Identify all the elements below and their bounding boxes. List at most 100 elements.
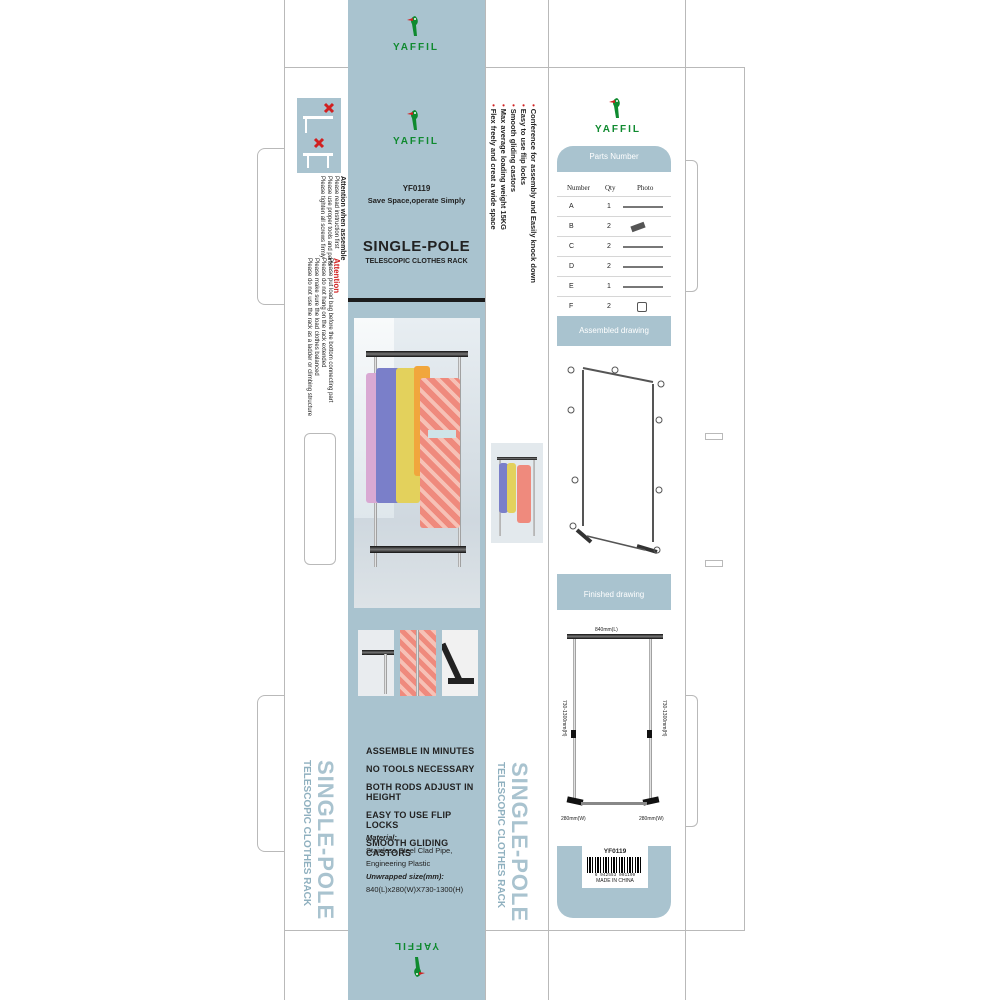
side-feature: • Smooth gliding castors (509, 104, 518, 193)
detail-photo-1 (358, 630, 394, 696)
bird-logo-icon (407, 110, 418, 130)
bird-logo-icon (407, 16, 418, 36)
parts-row: B 2 (557, 216, 671, 237)
right-flap-bottom (685, 695, 698, 827)
assembled-rack-diagram (567, 366, 665, 554)
parts-row: F 2 (557, 296, 671, 317)
warning-icon-tile-1 (297, 98, 341, 138)
finished-heading: Finished drawing (583, 590, 645, 599)
no-overload-icon (303, 137, 333, 168)
attention-point: Please do not use the rack as a ladder o… (306, 258, 312, 417)
part-pole-icon (623, 286, 663, 288)
feature-item: EASY TO USE FLIP LOCKS (366, 810, 452, 830)
left-flap-top (257, 148, 285, 305)
handle-cutout (304, 433, 336, 565)
height-dimension-right: 730-1300mm(H) (661, 700, 667, 737)
detail-photo-3 (442, 630, 478, 696)
barcode-digits: 6 942553 001199 (594, 873, 636, 878)
left-pole (573, 639, 576, 799)
width-dimension: 840mm(L) (595, 627, 618, 633)
part-connector-icon (637, 302, 647, 312)
feature-item: NO TOOLS NECESSARY (366, 764, 475, 774)
barcode-model: YF0119 (603, 848, 627, 855)
detail-photo-2 (400, 630, 436, 696)
attention-block: Attention Please put load bag before the… (305, 258, 341, 428)
warning-icon-tile-2 (297, 133, 341, 173)
size-value: 840(L)x280(W)X730-1300(H) (366, 885, 464, 894)
feature-list: ASSEMBLE IN MINUTES NO TOOLS NECESSARY B… (366, 746, 484, 866)
garment-floral-dress (420, 378, 460, 528)
spine-subtitle: TELESCOPIC CLOTHES RACK (495, 762, 506, 909)
side-feature: • Easy to use flip locks (519, 104, 528, 185)
side-feature-list: • Conference for assembly and Easily kno… (488, 104, 538, 283)
attention-point: Please put load bag before the bottom co… (327, 258, 333, 403)
divider-bar (348, 298, 485, 302)
material-label: Material: (366, 833, 397, 842)
feature-item: SMOOTH GLIDING CASTORS (366, 838, 449, 858)
feature-item: BOTH RODS ADJUST IN HEIGHT (366, 782, 474, 802)
model-number: YF0119 (402, 184, 431, 193)
right-spine-title: SINGLE-POLE TELESCOPIC CLOTHES RACK (495, 762, 532, 922)
left-flap-bottom (257, 695, 285, 852)
barcode-label: YF0119 6 942553 001199 MADE IN CHINA (582, 846, 648, 888)
right-flap-top (685, 160, 698, 292)
product-subtitle: TELESCOPIC CLOTHES RACK (365, 258, 468, 265)
brand-name: YAFFIL (392, 940, 440, 951)
parts-table: Number Qty Photo A 1 B 2 C 2 D 2 E 1 F 2 (557, 172, 671, 316)
top-brand-logo: YAFFIL (371, 14, 461, 53)
side-feature: • Conference for assembly and Easily kno… (529, 104, 538, 283)
flip-lock (647, 730, 652, 738)
parts-heading: Parts Number (589, 152, 639, 161)
spine-title: SINGLE-POLE (507, 762, 532, 923)
finished-drawing: 840mm(L) 730-1300mm(H) 730-1300mm(H) 280… (557, 610, 671, 846)
base-dimension-right: 280mm(W) (639, 816, 664, 822)
no-climb-icon (303, 102, 335, 133)
slot-mark-top (705, 433, 723, 440)
spine-subtitle: TELESCOPIC CLOTHES RACK (301, 760, 312, 907)
attention-point: Please do not hang on the rack extended (320, 258, 326, 368)
side-product-photo (491, 443, 543, 543)
material-value: Stainless Steel Clad Pipe, (366, 846, 453, 855)
side-feature: • Max average loading weight 15KG (499, 104, 508, 231)
front-brand-logo: YAFFIL (371, 108, 461, 147)
material-value: Engineering Plastic (366, 859, 431, 868)
base-bar (581, 802, 647, 805)
right-pole (649, 639, 652, 799)
flip-lock (571, 730, 576, 738)
part-base-icon (630, 221, 646, 233)
part-pole-icon (623, 266, 663, 268)
tagline: Save Space,operate Simply (367, 196, 466, 205)
base-dimension-left: 280mm(W) (561, 816, 586, 822)
parts-row: C 2 (557, 236, 671, 257)
attention-heading: Attention (332, 258, 341, 294)
slot-mark-bottom (705, 560, 723, 567)
assembled-drawing (557, 346, 671, 574)
main-product-photo (354, 318, 480, 608)
attention-point: Please make sure the load clothes balanc… (313, 258, 319, 376)
brand-name: YAFFIL (594, 124, 642, 135)
product-title: SINGLE-POLE (362, 238, 471, 255)
height-dimension-left: 730-1300mm(H) (561, 700, 567, 737)
col-photo: Photo (637, 184, 654, 192)
size-label: Unwrapped size(mm): (366, 872, 444, 881)
feature-item: ASSEMBLE IN MINUTES (366, 746, 475, 756)
brand-name: YAFFIL (392, 42, 440, 53)
parts-row: D 2 (557, 256, 671, 277)
col-number: Number (567, 184, 590, 192)
bird-logo-icon (414, 957, 425, 977)
col-qty: Qty (605, 184, 616, 192)
parts-row: E 1 (557, 276, 671, 297)
left-spine-title: SINGLE-POLE TELESCOPIC CLOTHES RACK (301, 760, 338, 920)
bird-logo-icon (609, 98, 620, 118)
part-pole-icon (623, 246, 663, 248)
top-rail (567, 634, 663, 639)
barcode-origin: MADE IN CHINA (596, 878, 634, 884)
brand-name: YAFFIL (392, 136, 440, 147)
back-brand-logo: YAFFIL (573, 96, 663, 135)
barcode-bars (587, 857, 643, 873)
spine-title: SINGLE-POLE (313, 760, 338, 921)
parts-row: A 1 (557, 196, 671, 217)
side-feature: • Flex freely and creat a wide space (489, 104, 498, 230)
assembled-heading: Assembled drawing (579, 326, 649, 335)
bottom-brand-logo: YAFFIL (371, 940, 461, 979)
